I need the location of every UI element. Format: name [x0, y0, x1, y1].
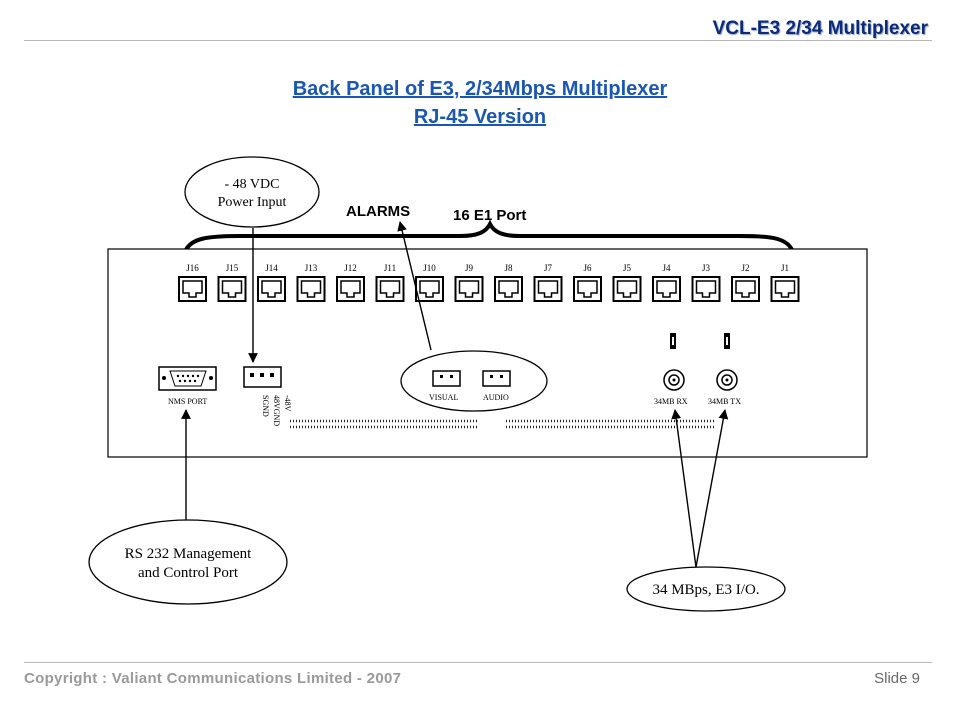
rx-label: 34MB RX [654, 397, 688, 406]
e1-port-label: 16 E1 Port [453, 207, 526, 224]
port-label-j8: J8 [504, 263, 513, 273]
port-label-j3: J3 [702, 263, 711, 273]
rj45-port-j5 [612, 276, 642, 302]
rj45-port-j8 [494, 276, 523, 302]
port-label-j15: J15 [226, 263, 239, 273]
port-label-j12: J12 [344, 263, 357, 273]
alarm-connectors-callout [400, 350, 548, 412]
rj45-port-j14 [257, 276, 286, 302]
header-divider [24, 40, 932, 41]
power-pin-48vgnd: 48VGND [272, 395, 281, 426]
header-title: VCL-E3 2/34 Multiplexer [712, 18, 928, 39]
rj45-port-j13 [296, 276, 326, 302]
rj45-port-j2 [731, 276, 760, 302]
port-label-j9: J9 [465, 263, 474, 273]
rj45-port-j15 [217, 276, 247, 302]
slide-number: Slide 9 [874, 670, 920, 687]
e3-io-callout-text: 34 MBps, E3 I/O. [652, 582, 759, 598]
rj45-port-j9 [454, 276, 484, 302]
rs232-callout-line2: and Control Port [138, 565, 239, 581]
e1-port-brace [183, 219, 795, 253]
visual-alarm-connector [432, 370, 461, 387]
diagram-title: Back Panel of E3, 2/34Mbps Multiplexer [292, 78, 668, 100]
power-input-callout [184, 156, 320, 228]
rj45-port-j16 [178, 276, 207, 302]
rj45-port-j1 [770, 276, 800, 302]
rj45-port-j7 [533, 276, 563, 302]
port-label-j6: J6 [583, 263, 592, 273]
port-label-j11: J11 [384, 263, 396, 273]
power-callout-line1: - 48 VDC [225, 177, 280, 192]
tx-arrow [695, 409, 729, 568]
copyright: Copyright : Valiant Communications Limit… [24, 670, 402, 687]
port-label-j4: J4 [662, 263, 671, 273]
rj45-port-j6 [573, 276, 602, 302]
port-label-j10: J10 [423, 263, 436, 273]
port-label-j7: J7 [544, 263, 553, 273]
port-label-j14: J14 [265, 263, 278, 273]
rj45-port-j12 [336, 276, 365, 302]
port-label-j5: J5 [623, 263, 632, 273]
power-terminal-block [243, 366, 282, 388]
visual-label: VISUAL [429, 393, 458, 402]
power-callout-line2: Power Input [218, 195, 287, 210]
power-pin-sgnd: SGND [261, 395, 270, 417]
port-label-j16: J16 [186, 263, 199, 273]
rj45-port-j11 [375, 276, 405, 302]
port-label-j13: J13 [305, 263, 318, 273]
port-label-j2: J2 [741, 263, 749, 273]
nms-port-label: NMS PORT [168, 397, 207, 406]
alarms-label: ALARMS [346, 203, 410, 220]
nms-port [158, 366, 217, 391]
rx-bnc-connector [663, 369, 685, 391]
audio-label: AUDIO [483, 393, 509, 402]
port-label-j1: J1 [781, 263, 789, 273]
diagram-subtitle: RJ-45 Version [413, 106, 547, 128]
rs232-callout [88, 519, 288, 605]
rs232-callout-line1: RS 232 Management [125, 546, 252, 562]
rj45-port-j4 [652, 276, 681, 302]
alarms-arrow [397, 221, 432, 351]
footer-divider [24, 662, 932, 663]
rj45-port-j10 [415, 276, 444, 302]
tx-bnc-connector [716, 369, 738, 391]
e1-port-row: J16 J15 J14 J13 J12 J11 J10 J9 J8 J7 J6 J5 J4 J3 J2 J1 [178, 263, 800, 302]
rj45-port-j3 [691, 276, 721, 302]
power-pin-neg48v: -48V [283, 395, 292, 412]
rx-arrow [671, 409, 697, 568]
e3-io-callout [626, 566, 786, 612]
audio-alarm-connector [482, 370, 511, 387]
tx-label: 34MB TX [708, 397, 741, 406]
